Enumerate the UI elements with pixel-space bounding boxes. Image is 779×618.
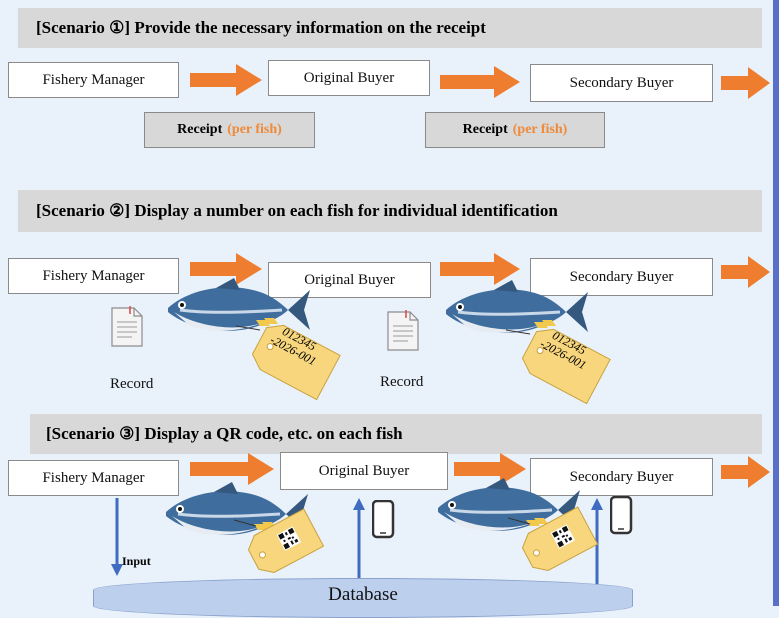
s2-fishery-manager-box: Fishery Manager <box>8 258 179 294</box>
s1-arrow-2 <box>440 66 520 98</box>
s2-arrow-1 <box>190 253 262 285</box>
s3-arrows <box>111 453 770 586</box>
tag-icon <box>235 324 341 401</box>
s1-receipt-1: Receipt (per fish) <box>144 112 315 148</box>
s1-receipt-1-accent: (per fish) <box>227 122 282 137</box>
s1-original-buyer-box: Original Buyer <box>268 60 430 96</box>
smartphone-icon <box>610 496 633 535</box>
database-label: Database <box>328 584 398 605</box>
right-edge-bar <box>773 0 779 606</box>
s2-arrow-2 <box>440 253 520 285</box>
s2-record-label-2: Record <box>380 374 424 390</box>
s2-original-buyer-box: Original Buyer <box>268 262 431 298</box>
s1-receipt-2: Receipt (per fish) <box>425 112 605 148</box>
s3-arrow-1 <box>190 453 274 485</box>
scenario-2-title: [Scenario ②] Display a number on each fi… <box>36 201 558 220</box>
s3-input-label: Input <box>122 554 151 568</box>
smartphone-icon <box>372 500 395 539</box>
s1-fishery-manager-box: Fishery Manager <box>8 62 179 98</box>
s3-secondary-buyer-box: Secondary Buyer <box>530 458 713 496</box>
s1-arrows <box>190 64 770 99</box>
scenario-3-banner: [Scenario ③] Display a QR code, etc. on … <box>30 414 762 454</box>
tag-icon <box>233 508 325 573</box>
tag-icon <box>505 328 611 405</box>
s3-arrow-3 <box>721 456 770 488</box>
tag-icon <box>507 506 599 571</box>
s3-original-buyer-box: Original Buyer <box>280 452 448 490</box>
s3-arrow-2 <box>454 453 526 485</box>
s1-receipt-2-accent: (per fish) <box>512 122 568 137</box>
scenario-2-banner: [Scenario ②] Display a number on each fi… <box>18 190 762 232</box>
scenario-3-title: [Scenario ③] Display a QR code, etc. on … <box>46 424 403 443</box>
s1-secondary-buyer-box: Secondary Buyer <box>530 64 713 102</box>
document-icon <box>387 310 419 351</box>
s2-arrows <box>190 253 770 288</box>
document-icon <box>111 306 143 347</box>
s2-record-label-1: Record <box>110 376 154 392</box>
s1-receipt-2-label: Receipt <box>462 122 508 137</box>
s1-receipt-1-label: Receipt <box>177 122 223 137</box>
s2-secondary-buyer-box: Secondary Buyer <box>530 258 713 296</box>
scenario-1-banner: [Scenario ①] Provide the necessary infor… <box>18 8 762 48</box>
s1-arrow-3 <box>721 67 770 99</box>
s2-arrow-3 <box>721 256 770 288</box>
scenario-1-title: [Scenario ①] Provide the necessary infor… <box>36 18 486 37</box>
s3-fishery-manager-box: Fishery Manager <box>8 460 179 496</box>
s1-arrow-1 <box>190 64 262 96</box>
